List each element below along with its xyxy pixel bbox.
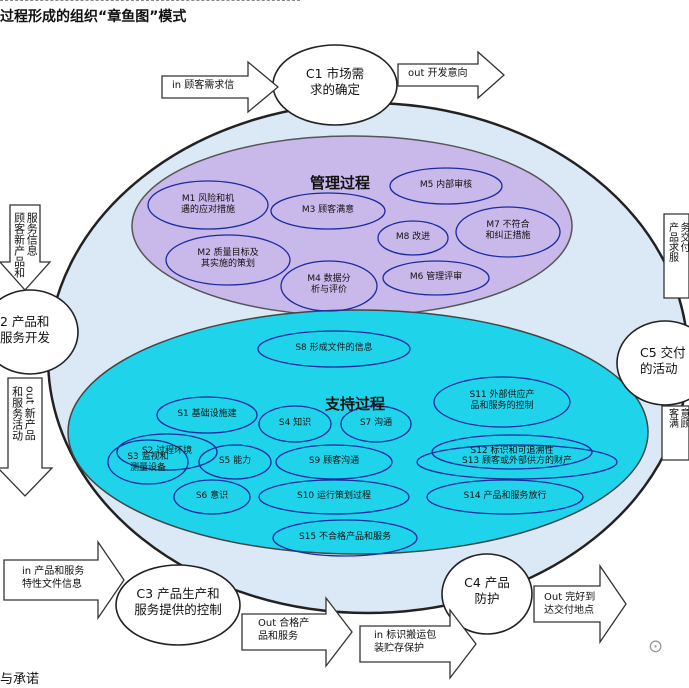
watermark-icon: ⊙ (648, 636, 664, 657)
node-s4 (258, 405, 332, 443)
node-s8 (257, 330, 411, 368)
arrow-c5-out (661, 405, 689, 461)
label-m3: M3 顾客满意 (301, 205, 355, 215)
label-c5-out: 意顾客满 (666, 408, 689, 428)
label-c3-out: Out 合格产品和服务 (258, 618, 310, 642)
support-ellipse (67, 309, 649, 555)
node-s1 (156, 396, 258, 434)
arrow-c1-in (161, 60, 280, 114)
node-m3 (270, 192, 386, 230)
label-s4: S4 知识 (278, 418, 312, 428)
label-s9: S9 顾客沟通 (308, 456, 360, 466)
bubble-c2 (0, 289, 79, 375)
label-s12: S12 标识和可追溯性 (470, 446, 554, 456)
label-c4: C4 产品防护 (464, 575, 510, 606)
top-rule (0, 0, 300, 4)
label-c1-in: in 顾客需求信 (172, 80, 235, 91)
page-title: 过程形成的组织“章鱼图”模式 (0, 9, 187, 25)
node-m7 (455, 206, 561, 258)
node-s15 (272, 519, 418, 557)
label-s2: S2 过程环境 (141, 446, 193, 456)
label-m5: M5 内部审核 (419, 180, 473, 190)
node-s9 (275, 444, 393, 480)
label-s14: S14 产品和服务放行 (463, 491, 547, 501)
label-s10: S10 运行策划过程 (296, 491, 372, 501)
node-m5 (389, 167, 503, 205)
node-m4 (280, 260, 378, 312)
node-s12 (431, 434, 593, 470)
label-m8: M8 改进 (395, 232, 431, 242)
node-s13 (416, 444, 618, 480)
label-c2: 2 产品和服务开发 (0, 314, 51, 345)
node-s10 (258, 479, 410, 515)
arrow-c4-out (533, 563, 627, 645)
label-c2-out: out 新产品和服务活动 (10, 386, 37, 441)
label-m6: M6 管理评审 (409, 272, 463, 282)
node-m8 (377, 220, 449, 256)
label-c3: C3 产品生产和服务提供的控制 (134, 586, 222, 617)
label-c5: C5 交付的活动 (640, 345, 686, 376)
support-title: 支持过程 (325, 395, 386, 413)
node-s6 (173, 479, 251, 515)
label-c5-in: 务交付产品求服 (666, 222, 689, 262)
label-m7: M7 不符合和纠正措施 (485, 220, 531, 242)
node-s7 (340, 405, 412, 443)
label-m1: M1 风险和机遇的应对措施 (180, 194, 235, 216)
arrow-c2-out (0, 377, 54, 497)
label-s11: S11 外部供应产品和服务的控制 (469, 390, 535, 412)
label-s3: S3 监视和测量设备 (127, 452, 169, 474)
label-c4-out: Out 完好到达交付地点 (544, 592, 596, 616)
label-m4: M4 数据分析与评价 (307, 274, 351, 296)
node-s11 (433, 376, 571, 428)
arrow-c3-out (241, 596, 353, 668)
bubble-c3 (115, 564, 241, 646)
arrow-c4-in (359, 608, 477, 680)
node-m2 (165, 234, 291, 286)
label-c3-in: in 产品和服务特性文件信息 (22, 566, 85, 590)
label-c2-in: 服务信息顾客新产品和 (12, 212, 39, 278)
node-s5 (198, 444, 272, 480)
arrow-c2-in (0, 204, 52, 291)
arrow-c1-out (397, 50, 505, 100)
label-c1-out: out 开发意向 (408, 68, 468, 79)
label-s7: S7 沟通 (359, 418, 393, 428)
bubble-c4 (441, 553, 533, 635)
footer-text: 与承诺 (0, 672, 40, 687)
label-m2: M2 质量目标及其实施的策划 (197, 248, 259, 270)
label-c4-in: in 标识搬运包装贮存保护 (374, 630, 437, 654)
node-m6 (382, 260, 490, 296)
node-s2 (116, 433, 218, 471)
label-s5: S5 能力 (218, 456, 252, 466)
arrow-c3-in (3, 539, 125, 621)
node-s3 (107, 439, 189, 485)
bubble-c5 (616, 320, 689, 406)
label-c1: C1 市场需求的确定 (305, 66, 365, 97)
label-s6: S6 意识 (195, 491, 229, 501)
arrow-c5-in (663, 213, 689, 299)
label-s13: S13 顾客或外部供方的财产 (461, 456, 573, 466)
node-s14 (426, 479, 584, 515)
label-s15: S15 不合格产品和服务 (298, 532, 392, 542)
management-title: 管理过程 (310, 174, 371, 192)
node-m1 (147, 180, 269, 230)
label-s8: S8 形成文件的信息 (295, 343, 373, 353)
label-s1: S1 基础设施建 (177, 409, 237, 419)
